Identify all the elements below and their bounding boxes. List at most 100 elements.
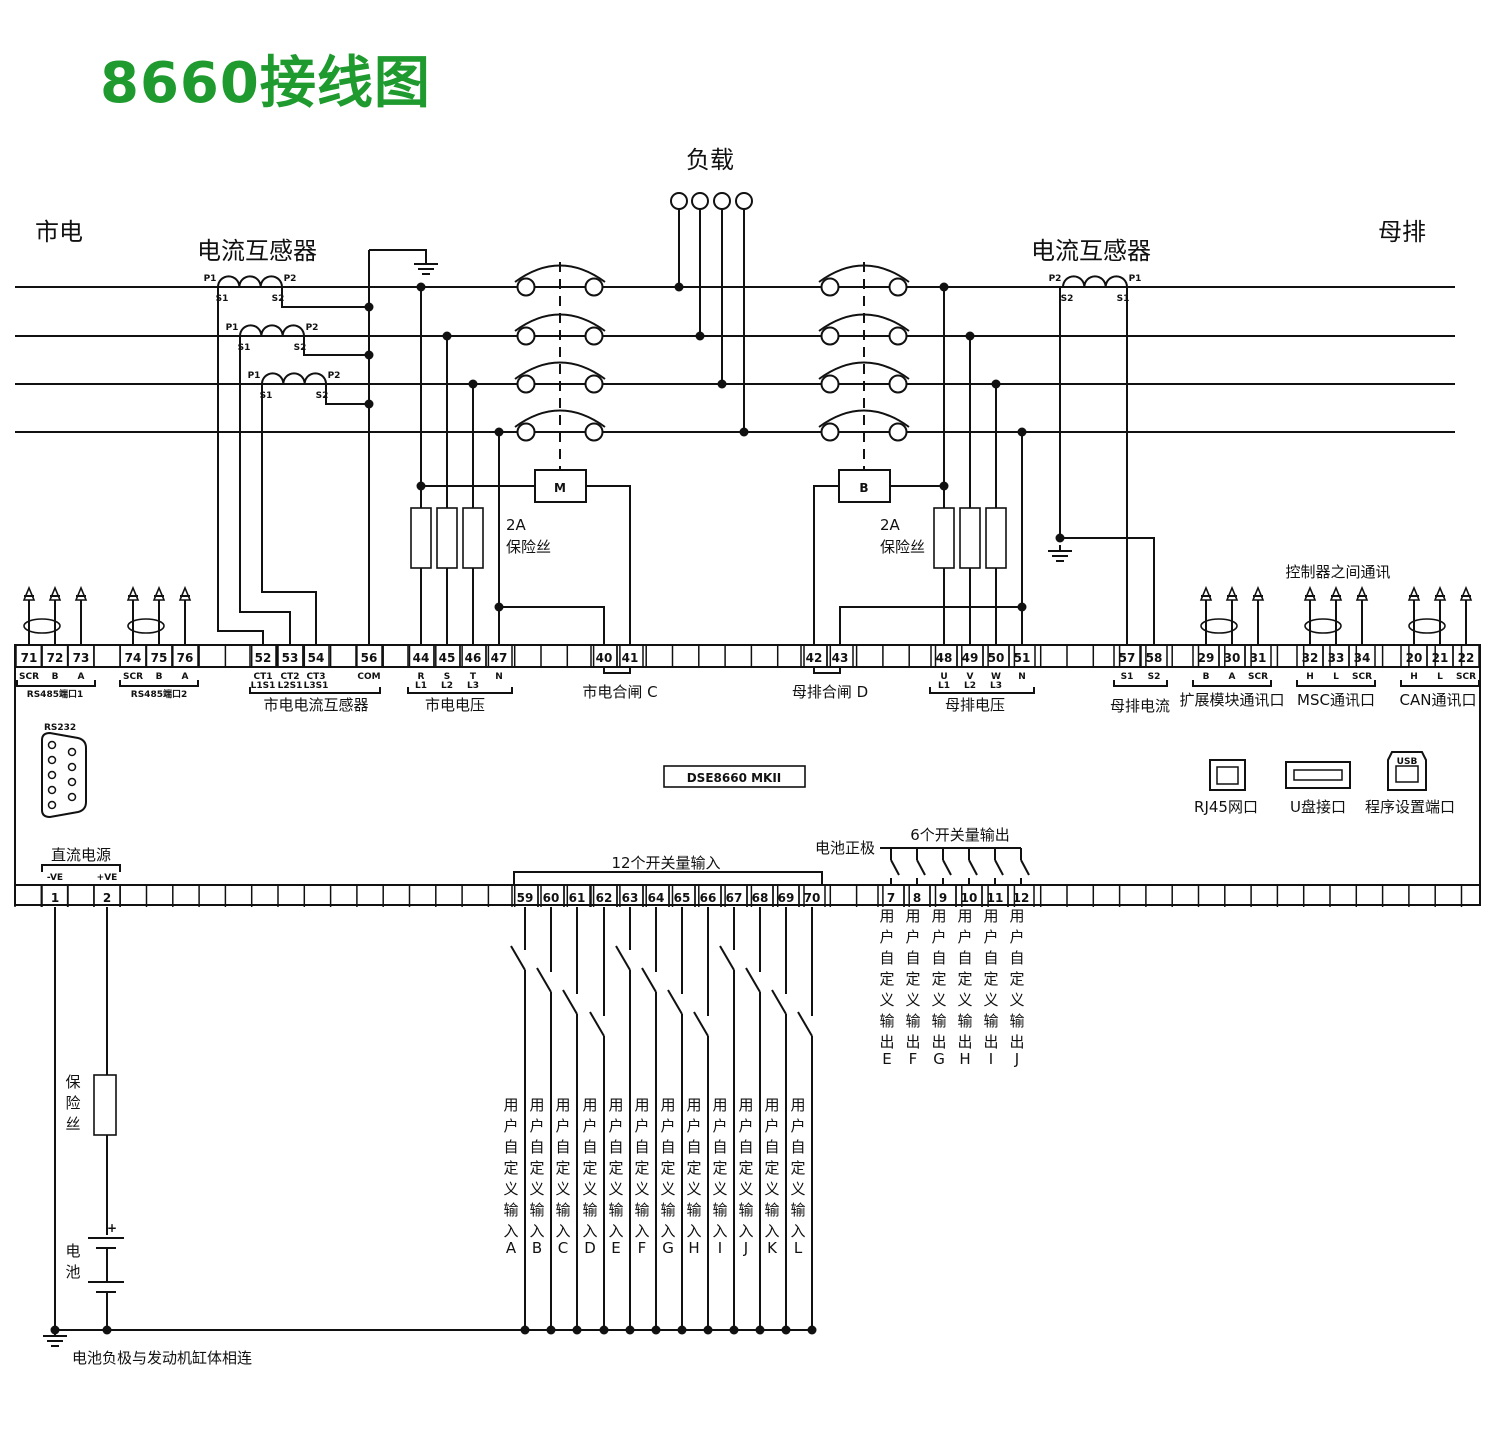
shield-icon: [127, 618, 165, 634]
terminal-number: 11: [987, 891, 1004, 905]
ct-terminal-label: P2: [1049, 274, 1062, 284]
wire: [303, 336, 369, 356]
terminal-number: 44: [413, 651, 430, 665]
group-bracket: [1192, 680, 1272, 687]
input-label: 入: [555, 1222, 570, 1240]
group-label: 市电合闸 C: [582, 683, 657, 701]
breaker-b-label: B: [859, 481, 868, 495]
terminal-number: 20: [1406, 651, 1423, 665]
terminal-number: 76: [177, 651, 194, 665]
terminal-number: 70: [804, 891, 821, 905]
switch-icon: [771, 989, 787, 1015]
output-label: 用: [1009, 907, 1024, 925]
group-label: MSC通讯口: [1297, 691, 1375, 709]
terminal-sub-label: L: [1333, 672, 1339, 682]
switch-icon: [942, 859, 952, 876]
input-label: 输: [660, 1201, 675, 1219]
group-bracket: [1113, 680, 1168, 687]
output-label: 户: [957, 928, 972, 946]
terminal-sub-label: B: [156, 672, 163, 682]
group-label: 母排合闸 D: [792, 683, 868, 701]
input-label: 定: [738, 1159, 753, 1177]
terminal-sub-label: R: [418, 672, 425, 682]
input-label: 输: [582, 1201, 597, 1219]
contact-arc: [818, 361, 910, 380]
group-bracket: [513, 871, 823, 884]
group-label: CAN通讯口: [1400, 691, 1477, 709]
wire: [1060, 537, 1155, 645]
input-label: 户: [608, 1117, 623, 1135]
input-label: 自: [529, 1138, 544, 1156]
terminal-number: 65: [674, 891, 691, 905]
input-label: 用: [738, 1096, 753, 1114]
junction-dot: [674, 282, 684, 292]
input-label: 入: [660, 1222, 675, 1240]
switch-icon: [797, 1011, 813, 1037]
terminal-sub-label: T: [470, 672, 477, 682]
input-label: 自: [555, 1138, 570, 1156]
switch-icon: [693, 1011, 709, 1037]
output-label: 定: [905, 970, 920, 988]
input-label: 输: [634, 1201, 649, 1219]
output-label: 义: [983, 991, 998, 1009]
input-label: 用: [608, 1096, 623, 1114]
ct-coil-icon: [239, 324, 305, 337]
input-label: 用: [764, 1096, 779, 1114]
terminal-sub-label: A: [182, 672, 189, 682]
output-label: 用: [931, 907, 946, 925]
input-label: 自: [686, 1138, 701, 1156]
terminal-sub-label: N: [1018, 672, 1026, 682]
group-label: 扩展模块通讯口: [1179, 691, 1284, 709]
terminal-number: 45: [439, 651, 456, 665]
dc-power-label: 直流电源: [51, 846, 111, 864]
input-label: 义: [582, 1180, 597, 1198]
load-terminal-icon: [670, 192, 688, 210]
terminal-sub-label: B: [52, 672, 59, 682]
terminal-number: 57: [1119, 651, 1136, 665]
fuse-label: 保险丝: [506, 538, 551, 556]
terminal-sub-label: W: [991, 672, 1001, 682]
ct-coil-icon: [217, 275, 283, 288]
output-label: 自: [905, 949, 920, 967]
wire: [813, 485, 839, 645]
terminal-number: 22: [1458, 651, 1475, 665]
input-label: 自: [764, 1138, 779, 1156]
input-label: 入: [634, 1222, 649, 1240]
output-label: 定: [931, 970, 946, 988]
wire: [1059, 286, 1063, 540]
input-label: 入: [764, 1222, 779, 1240]
input-label: 入: [712, 1222, 727, 1240]
output-label: 定: [957, 970, 972, 988]
input-label: 户: [712, 1117, 727, 1135]
terminal-sub-label: L2S1: [278, 681, 303, 691]
wire: [586, 485, 631, 645]
terminal-number: 41: [622, 651, 639, 665]
output-label: 户: [931, 928, 946, 946]
output-label: 定: [983, 970, 998, 988]
junction-dot: [1017, 427, 1027, 437]
ct-right-label: 电流互感器: [1031, 237, 1151, 265]
antenna-icon: [1407, 585, 1421, 601]
input-label: 输: [608, 1201, 623, 1219]
junction-dot: [695, 331, 705, 341]
switch-icon: [536, 967, 552, 993]
junction-dot: [939, 282, 949, 292]
terminal-number: 63: [622, 891, 639, 905]
output-label: 用: [983, 907, 998, 925]
input-label: 输: [555, 1201, 570, 1219]
terminal-number: 75: [151, 651, 168, 665]
junction-dot: [364, 350, 374, 360]
terminal-sub-label: L1: [415, 681, 427, 691]
ct-terminal-label: S2: [316, 391, 329, 401]
output-label: 义: [957, 991, 972, 1009]
input-label: 定: [608, 1159, 623, 1177]
junction-dot: [991, 379, 1001, 389]
input-label: 义: [608, 1180, 623, 1198]
input-label: 义: [712, 1180, 727, 1198]
shield-icon: [1304, 618, 1342, 634]
input-label: 户: [660, 1117, 675, 1135]
junction-dot: [494, 427, 504, 437]
fuse-icon: [93, 1074, 117, 1136]
usb-tag: USB: [1397, 757, 1418, 767]
rs232-pin-icon: [67, 747, 77, 757]
